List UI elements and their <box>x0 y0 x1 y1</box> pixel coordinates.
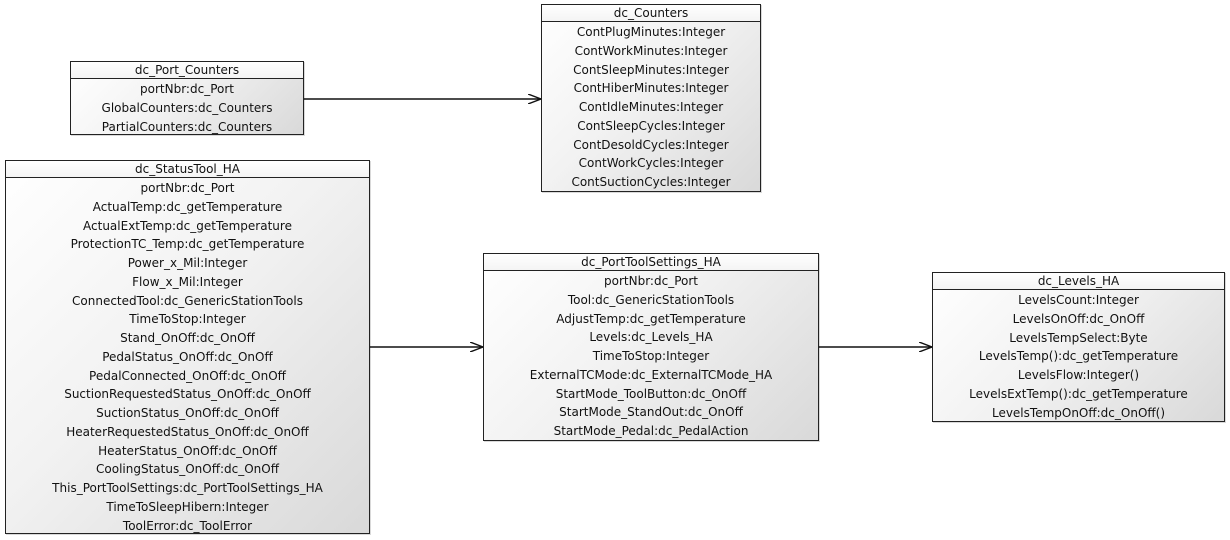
attribute: SuctionRequestedStatus_OnOff:dc_OnOff <box>64 387 311 402</box>
attribute-list: portNbr:dc_Port Tool:dc_GenericStationTo… <box>484 271 818 441</box>
attribute: ContHiberMinutes:Integer <box>573 81 729 96</box>
attribute: HeaterStatus_OnOff:dc_OnOff <box>98 443 277 458</box>
attribute: ToolError:dc_ToolError <box>122 518 253 533</box>
attribute: PartialCounters:dc_Counters <box>101 119 273 134</box>
attribute: ContSleepMinutes:Integer <box>573 62 729 77</box>
attribute: LevelsTemp():dc_getTemperature <box>978 349 1179 364</box>
attribute: ContSleepCycles:Integer <box>577 118 725 133</box>
class-title: dc_Counters <box>542 5 760 22</box>
attribute: Levels:dc_Levels_HA <box>589 330 713 345</box>
attribute-list: ContPlugMinutes:Integer ContWorkMinutes:… <box>542 22 760 192</box>
attribute: HeaterRequestedStatus_OnOff:dc_OnOff <box>66 424 309 439</box>
class-dc-levels-ha[interactable]: dc_Levels_HA LevelsCount:Integer LevelsO… <box>932 272 1225 422</box>
attribute: This_PortToolSettings:dc_PortToolSetting… <box>52 481 323 495</box>
attribute: ContDesoldCycles:Integer <box>573 137 729 152</box>
attribute: Power_x_Mil:Integer <box>127 256 248 270</box>
attribute: LevelsExtTemp():dc_getTemperature <box>969 386 1188 401</box>
attribute: portNbr:dc_Port <box>604 274 698 288</box>
attribute-list: portNbr:dc_Port ActualTemp:dc_getTempera… <box>6 178 369 535</box>
attribute: AdjustTemp:dc_getTemperature <box>556 311 746 326</box>
attribute: StartMode_Pedal:dc_PedalAction <box>553 424 749 438</box>
attribute: LevelsCount:Integer <box>1018 293 1139 307</box>
attribute: ExternalTCMode:dc_ExternalTCMode_HA <box>529 367 773 382</box>
class-title: dc_PortToolSettings_HA <box>484 254 818 271</box>
attribute: Flow_x_Mil:Integer <box>132 274 243 289</box>
attribute: TimeToSleepHibern:Integer <box>106 499 269 514</box>
attribute: ContWorkCycles:Integer <box>578 156 724 171</box>
class-title: dc_Port_Counters <box>71 62 303 79</box>
attribute: ActualTemp:dc_getTemperature <box>92 199 283 214</box>
class-title: dc_StatusTool_HA <box>6 161 369 178</box>
attribute: portNbr:dc_Port <box>140 82 234 96</box>
attribute: ActualExtTemp:dc_getTemperature <box>83 218 292 233</box>
attribute-list: portNbr:dc_Port GlobalCounters:dc_Counte… <box>71 79 303 136</box>
attribute: CoolingStatus_OnOff:dc_OnOff <box>96 462 279 477</box>
attribute: LevelsTempOnOff:dc_OnOff() <box>991 405 1166 420</box>
attribute: GlobalCounters:dc_Counters <box>101 100 273 115</box>
attribute: Stand_OnOff:dc_OnOff <box>120 331 255 345</box>
class-dc-port-tool-settings-ha[interactable]: dc_PortToolSettings_HA portNbr:dc_Port T… <box>483 253 819 441</box>
attribute-list: LevelsCount:Integer LevelsOnOff:dc_OnOff… <box>933 290 1224 422</box>
attribute: LevelsOnOff:dc_OnOff <box>1012 311 1145 326</box>
attribute: PedalStatus_OnOff:dc_OnOff <box>102 349 273 364</box>
attribute: ContIdleMinutes:Integer <box>578 100 724 114</box>
attribute: StartMode_StandOut:dc_OnOff <box>559 405 743 420</box>
attribute: ContSuctionCycles:Integer <box>571 175 731 189</box>
class-dc-port-counters[interactable]: dc_Port_Counters portNbr:dc_Port GlobalC… <box>70 61 304 135</box>
attribute: TimeToStop:Integer <box>592 349 710 363</box>
attribute: ContPlugMinutes:Integer <box>576 25 726 39</box>
class-dc-counters[interactable]: dc_Counters ContPlugMinutes:Integer Cont… <box>541 4 761 192</box>
attribute: PedalConnected_OnOff:dc_OnOff <box>89 368 286 383</box>
class-dc-status-tool-ha[interactable]: dc_StatusTool_HA portNbr:dc_Port ActualT… <box>5 160 370 534</box>
attribute: ContWorkMinutes:Integer <box>574 43 728 58</box>
attribute: ConnectedTool:dc_GenericStationTools <box>72 293 303 308</box>
attribute: SuctionStatus_OnOff:dc_OnOff <box>96 406 279 420</box>
attribute: LevelsTempSelect:Byte <box>1009 330 1148 345</box>
class-title: dc_Levels_HA <box>933 273 1224 290</box>
attribute: portNbr:dc_Port <box>140 181 235 195</box>
attribute: Tool:dc_GenericStationTools <box>567 292 735 307</box>
attribute: StartMode_ToolButton:dc_OnOff <box>555 386 747 401</box>
attribute: TimeToStop:Integer <box>129 312 246 327</box>
attribute: LevelsFlow:Integer() <box>1017 368 1140 382</box>
attribute: ProtectionTC_Temp:dc_getTemperature <box>70 237 305 252</box>
